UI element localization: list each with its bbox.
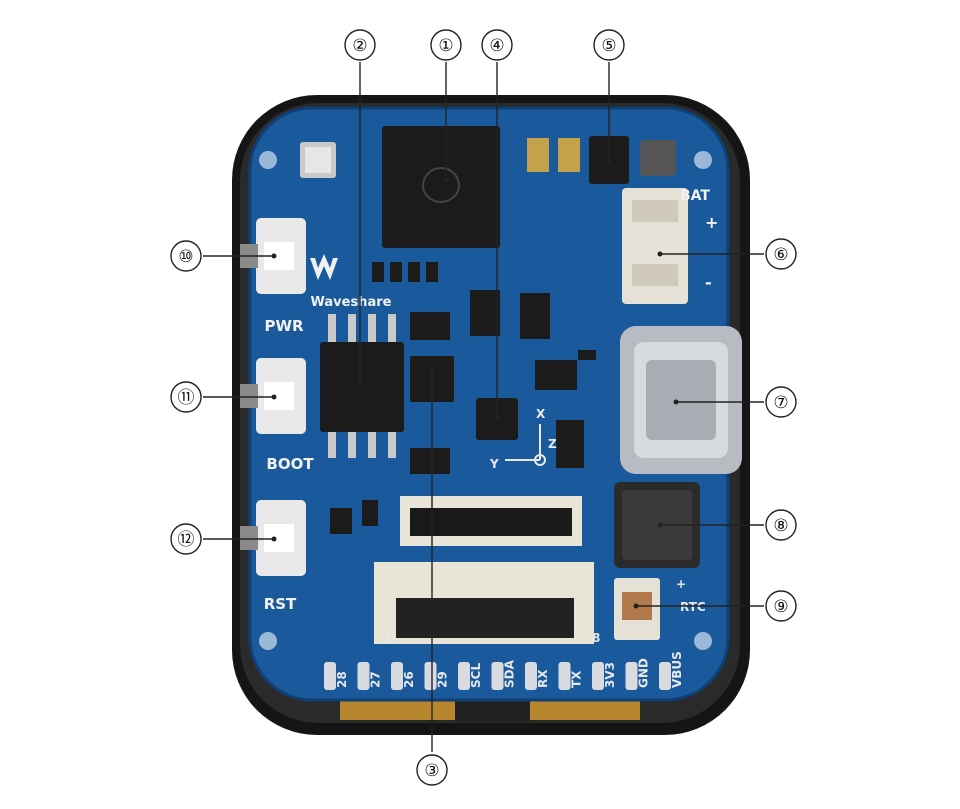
bat-label: BAT bbox=[680, 188, 710, 204]
gpio-pad bbox=[491, 662, 504, 690]
battery-connector-slot-a bbox=[632, 200, 678, 222]
gpio-pad bbox=[391, 662, 403, 690]
small-ic bbox=[410, 312, 450, 340]
pin-label: 27 bbox=[369, 671, 383, 688]
gpio-pin-labels: 28 27 26 29 SCL SDA RX TX 3V3 GND VBUS bbox=[335, 651, 684, 688]
pin-label: GND bbox=[637, 658, 651, 688]
rtc-label: RTC bbox=[680, 600, 706, 614]
fpc-pin8-label: 8 bbox=[592, 631, 600, 645]
callout-1: ① bbox=[430, 29, 462, 61]
brand-label: Waveshare bbox=[311, 295, 392, 310]
boot-button bbox=[240, 358, 306, 434]
bat-plus-label: + bbox=[705, 213, 718, 232]
ic-mid bbox=[470, 290, 500, 336]
gpio-pad bbox=[625, 662, 638, 690]
callout-number: ⑤ bbox=[601, 36, 616, 56]
callout-10: ⑩ bbox=[170, 240, 202, 272]
pin-label: 28 bbox=[335, 671, 349, 688]
pin-label: SDA bbox=[503, 659, 517, 688]
gpio-pads bbox=[324, 662, 671, 690]
callout-number: ② bbox=[352, 36, 367, 56]
mount-hole-tr bbox=[694, 151, 712, 169]
pwr-label: PWR bbox=[264, 317, 304, 335]
raspberry-logo-icon bbox=[421, 166, 461, 204]
gpio-pad bbox=[659, 662, 671, 690]
callout-5: ⑤ bbox=[593, 29, 625, 61]
flex-label-block bbox=[455, 700, 530, 722]
callout-number: ⑨ bbox=[773, 597, 788, 617]
battery-connector-slot-b bbox=[632, 264, 678, 286]
mount-hole-br bbox=[694, 632, 712, 650]
axis-y-label: Y bbox=[489, 457, 499, 471]
gpio-pad bbox=[558, 662, 571, 690]
pin-label: VBUS bbox=[670, 651, 684, 688]
axis-indicator bbox=[505, 424, 546, 466]
callout-number: ⑩ bbox=[178, 247, 193, 267]
callout-4: ④ bbox=[481, 29, 513, 61]
gpio-pad bbox=[458, 662, 470, 690]
rtc-plus-label: + bbox=[676, 577, 686, 591]
callout-7: ⑦ bbox=[765, 386, 797, 418]
pin-label: 29 bbox=[436, 671, 450, 688]
crystal-lid bbox=[305, 147, 331, 173]
flash-chip bbox=[320, 342, 404, 432]
callout-number: ⑫ bbox=[178, 530, 195, 550]
axis-x-label: X bbox=[536, 407, 546, 421]
callout-number: ⑥ bbox=[773, 245, 788, 265]
callout-markers: ① ② ③ ④ ⑤ ⑥ ⑦ ⑧ ⑨ ⑩ ⑪ ⑫ bbox=[170, 29, 797, 786]
pin-label: 26 bbox=[402, 671, 416, 688]
buzzer-top bbox=[622, 490, 692, 560]
ic-mid-2 bbox=[520, 293, 550, 339]
boot-label: BOOT bbox=[266, 455, 314, 473]
bat-minus-label: - bbox=[705, 273, 712, 292]
callout-12: ⑫ bbox=[170, 523, 202, 555]
gpio-pad bbox=[424, 662, 437, 690]
fpc-pin1-label: 1 bbox=[384, 631, 392, 645]
pin-label: TX bbox=[570, 670, 584, 688]
fpc-latch bbox=[396, 598, 574, 638]
callout-9: ⑨ bbox=[765, 590, 797, 622]
callout-3: ③ bbox=[416, 754, 448, 786]
pin-label: SCL bbox=[469, 663, 483, 688]
buzzer-small bbox=[640, 140, 676, 176]
callout-number: ⑪ bbox=[178, 388, 195, 408]
fpc-cable-top bbox=[410, 508, 572, 536]
callout-number: ③ bbox=[424, 761, 439, 781]
gpio-pad bbox=[525, 662, 537, 690]
leader-lines bbox=[203, 62, 764, 752]
passive-components bbox=[330, 262, 596, 534]
mount-hole-bl bbox=[259, 632, 277, 650]
pin-label: RX bbox=[536, 669, 550, 688]
callout-number: ⑧ bbox=[773, 516, 788, 536]
rst-label: RST bbox=[264, 595, 297, 613]
callout-number: ⑦ bbox=[773, 393, 788, 413]
axis-z-label: Z bbox=[548, 437, 557, 451]
capacitor-b bbox=[558, 138, 580, 172]
ic-right bbox=[535, 360, 577, 390]
rst-button bbox=[240, 500, 306, 576]
waveshare-logo-icon bbox=[310, 254, 338, 280]
callout-6: ⑥ bbox=[765, 238, 797, 270]
mount-hole-tl bbox=[259, 151, 277, 169]
capacitor-a bbox=[527, 138, 549, 172]
pin-label: 3V3 bbox=[603, 662, 617, 688]
gpio-pad bbox=[357, 662, 370, 690]
callout-number: ① bbox=[438, 36, 453, 56]
callout-8: ⑧ bbox=[765, 509, 797, 541]
gpio-pad bbox=[592, 662, 604, 690]
callout-2: ② bbox=[344, 29, 376, 61]
gpio-pad bbox=[324, 662, 336, 690]
flash-pins bbox=[328, 314, 396, 458]
leader-dots bbox=[271, 157, 679, 609]
callout-11: ⑪ bbox=[170, 381, 202, 413]
diode bbox=[556, 420, 584, 468]
callout-number: ④ bbox=[489, 36, 504, 56]
usb-c-tongue bbox=[646, 360, 716, 440]
rp2040-mcu bbox=[382, 126, 500, 248]
